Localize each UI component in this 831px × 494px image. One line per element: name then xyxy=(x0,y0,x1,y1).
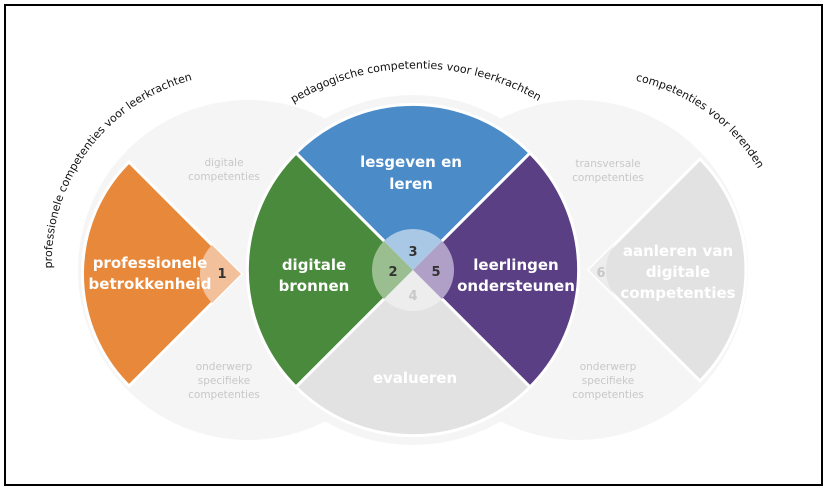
label-professionele: professionele xyxy=(93,254,208,272)
label-aanleren-van: aanleren van xyxy=(623,242,733,260)
label-competenties-6: competenties xyxy=(620,284,735,302)
label-betrokkenheid: betrokkenheid xyxy=(89,275,212,293)
sector-professionele-betrokkenheid xyxy=(80,159,244,389)
faded-right-bottom-2: specifieke xyxy=(582,375,635,387)
badge-2: 2 xyxy=(388,265,397,280)
badge-5-bg xyxy=(413,241,455,299)
faded-right-top-2: competenties xyxy=(572,172,644,184)
badge-1-bg xyxy=(199,245,241,303)
badge-6-bg xyxy=(589,241,618,299)
sector-evalueren xyxy=(293,267,533,438)
label-bronnen: bronnen xyxy=(279,277,350,295)
faded-left-bottom-2: specifieke xyxy=(198,375,251,387)
badge-1: 1 xyxy=(217,267,226,282)
sector-lesgeven-en-leren xyxy=(293,102,533,273)
badge-3: 3 xyxy=(408,245,417,260)
faded-left-bottom-3: competenties xyxy=(188,389,260,401)
badge-3-bg xyxy=(384,228,442,270)
label-lesgeven-en: lesgeven en xyxy=(360,153,462,171)
faded-left-top-1: digitale xyxy=(204,157,243,169)
badge-4-bg xyxy=(384,270,442,312)
label-leerlingen: leerlingen xyxy=(473,256,558,274)
sector-aanleren-van-digitale-competenties xyxy=(586,156,748,384)
faded-right-bottom-1: onderwerp xyxy=(580,361,637,373)
sector-leerlingen-ondersteunen xyxy=(410,150,581,390)
faded-left-bottom-1: onderwerp xyxy=(196,361,253,373)
badge-5: 5 xyxy=(431,265,440,280)
faded-right-bottom-3: competenties xyxy=(572,389,644,401)
label-leren: leren xyxy=(389,175,433,193)
label-ondersteunen: ondersteunen xyxy=(457,277,575,295)
label-evalueren: evalueren xyxy=(373,369,457,387)
badge-4: 4 xyxy=(408,289,417,304)
badge-6: 6 xyxy=(596,266,605,281)
label-digitale-6: digitale xyxy=(646,263,710,281)
faded-left-top-2: competenties xyxy=(188,171,260,183)
faded-right-top-1: transversale xyxy=(575,158,640,170)
label-digitale: digitale xyxy=(282,256,346,274)
badge-2-bg xyxy=(371,241,413,299)
sector-digitale-bronnen xyxy=(245,150,416,390)
